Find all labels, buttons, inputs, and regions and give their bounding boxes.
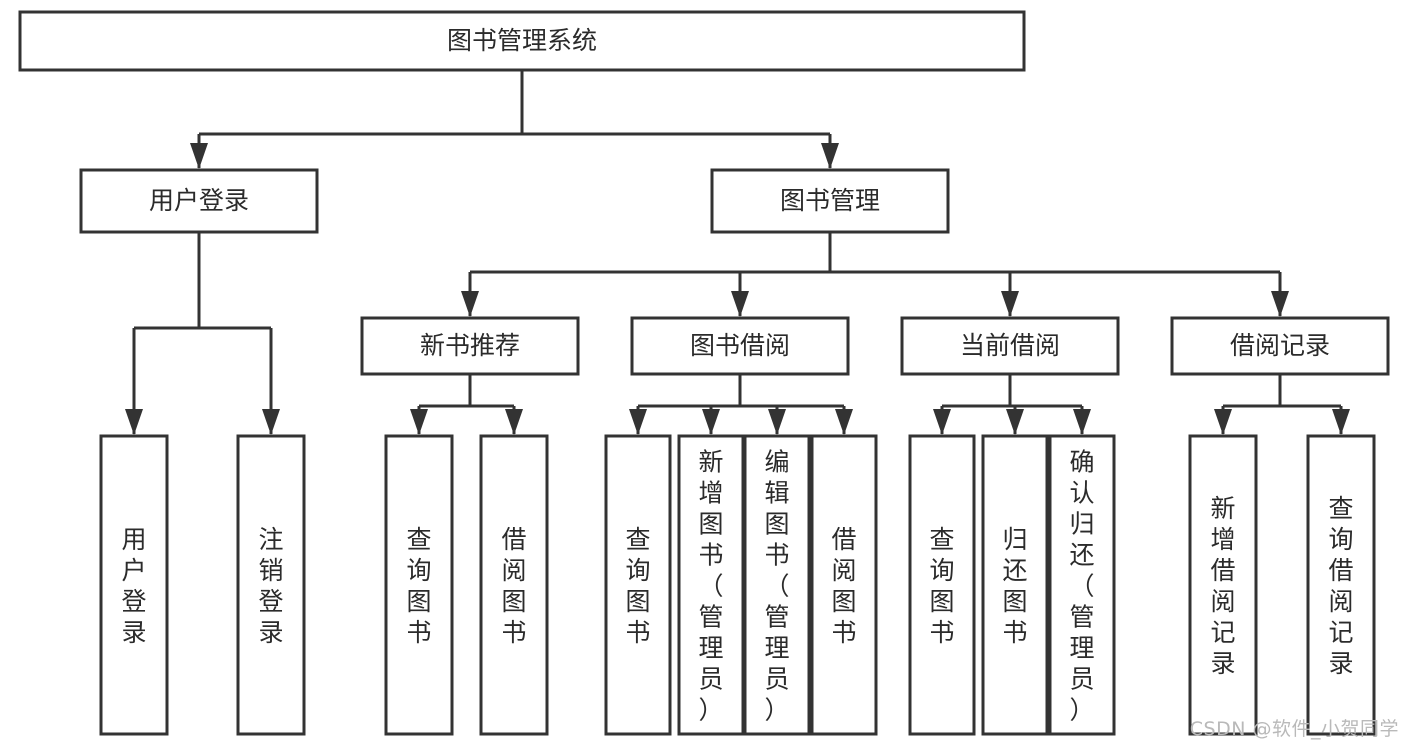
node-box[interactable] xyxy=(604,434,672,736)
node-图书借阅[interactable]: 图书借阅 xyxy=(630,316,850,376)
node-label: 图书管理系统 xyxy=(447,26,597,55)
node-box[interactable] xyxy=(479,434,549,736)
arrow-head-icon xyxy=(1332,409,1350,435)
node-label: 图书管理 xyxy=(780,186,880,215)
node-box[interactable] xyxy=(99,434,169,736)
arrow-head-icon xyxy=(262,409,280,435)
leaf-node-注销登录[interactable]: 注销登录 xyxy=(236,434,306,736)
arrow-head-icon xyxy=(629,409,647,435)
node-label: 用户登录 xyxy=(121,525,146,647)
node-box[interactable] xyxy=(810,434,878,736)
node-label: 新增图书（管理员） xyxy=(698,448,723,725)
node-label: 借阅图书 xyxy=(501,525,526,647)
leaf-node-新增借阅记录[interactable]: 新增借阅记录 xyxy=(1188,434,1258,736)
leaf-node-新增图书管理员[interactable]: 新增图书（管理员） xyxy=(677,434,745,736)
node-label: 图书借阅 xyxy=(690,331,790,360)
arrow-head-icon xyxy=(190,143,208,169)
node-box[interactable] xyxy=(236,434,306,736)
node-box[interactable] xyxy=(1188,434,1258,736)
node-box[interactable] xyxy=(710,168,950,234)
leaf-node-用户登录[interactable]: 用户登录 xyxy=(99,434,169,736)
arrow-head-icon xyxy=(731,291,749,317)
leaf-node-借阅图书[interactable]: 借阅图书 xyxy=(810,434,878,736)
leaf-node-确认归还管理员[interactable]: 确认归还（管理员） xyxy=(1048,434,1116,736)
node-box[interactable] xyxy=(1306,434,1376,736)
node-label: 注销登录 xyxy=(258,525,283,647)
node-label: 归还图书 xyxy=(1002,525,1027,647)
node-label: 查询图书 xyxy=(929,525,954,647)
node-label: 确认归还（管理员） xyxy=(1069,448,1094,725)
node-label: 新书推荐 xyxy=(420,331,520,360)
node-label: 新增借阅记录 xyxy=(1210,494,1235,678)
node-label: 查询图书 xyxy=(625,525,650,647)
node-label: 编辑图书（管理员） xyxy=(764,448,789,725)
node-box[interactable] xyxy=(18,10,1026,72)
node-box[interactable] xyxy=(908,434,976,736)
arrow-head-icon xyxy=(821,143,839,169)
arrow-head-icon xyxy=(410,409,428,435)
node-图书管理系统[interactable]: 图书管理系统 xyxy=(18,10,1026,72)
node-图书管理[interactable]: 图书管理 xyxy=(710,168,950,234)
leaf-node-查询图书[interactable]: 查询图书 xyxy=(384,434,454,736)
node-box[interactable] xyxy=(360,316,580,376)
node-借阅记录[interactable]: 借阅记录 xyxy=(1170,316,1390,376)
arrow-head-icon xyxy=(1214,409,1232,435)
node-label: 查询借阅记录 xyxy=(1328,494,1353,678)
node-label: 用户登录 xyxy=(149,186,249,215)
node-box[interactable] xyxy=(1048,434,1116,736)
leaf-node-查询借阅记录[interactable]: 查询借阅记录 xyxy=(1306,434,1376,736)
leaf-node-查询图书[interactable]: 查询图书 xyxy=(908,434,976,736)
node-label: 借阅图书 xyxy=(831,525,856,647)
arrow-head-icon xyxy=(461,291,479,317)
arrow-head-icon xyxy=(933,409,951,435)
node-label: 当前借阅 xyxy=(960,331,1060,360)
node-box[interactable] xyxy=(981,434,1049,736)
node-box[interactable] xyxy=(743,434,811,736)
node-新书推荐[interactable]: 新书推荐 xyxy=(360,316,580,376)
node-box[interactable] xyxy=(79,168,319,234)
node-当前借阅[interactable]: 当前借阅 xyxy=(900,316,1120,376)
arrow-head-icon xyxy=(702,409,720,435)
node-box[interactable] xyxy=(630,316,850,376)
node-label: 借阅记录 xyxy=(1230,331,1330,360)
arrow-head-icon xyxy=(1073,409,1091,435)
leaf-node-归还图书[interactable]: 归还图书 xyxy=(981,434,1049,736)
arrow-head-icon xyxy=(1001,291,1019,317)
leaf-node-编辑图书管理员[interactable]: 编辑图书（管理员） xyxy=(743,434,811,736)
arrow-head-icon xyxy=(835,409,853,435)
node-box[interactable] xyxy=(677,434,745,736)
node-label: 查询图书 xyxy=(406,525,431,647)
arrow-head-icon xyxy=(1271,291,1289,317)
arrow-head-icon xyxy=(505,409,523,435)
arrow-head-icon xyxy=(125,409,143,435)
node-box[interactable] xyxy=(1170,316,1390,376)
arrow-head-icon xyxy=(768,409,786,435)
node-box[interactable] xyxy=(900,316,1120,376)
node-用户登录[interactable]: 用户登录 xyxy=(79,168,319,234)
leaf-node-借阅图书[interactable]: 借阅图书 xyxy=(479,434,549,736)
node-box[interactable] xyxy=(384,434,454,736)
arrow-head-icon xyxy=(1006,409,1024,435)
leaf-node-查询图书[interactable]: 查询图书 xyxy=(604,434,672,736)
